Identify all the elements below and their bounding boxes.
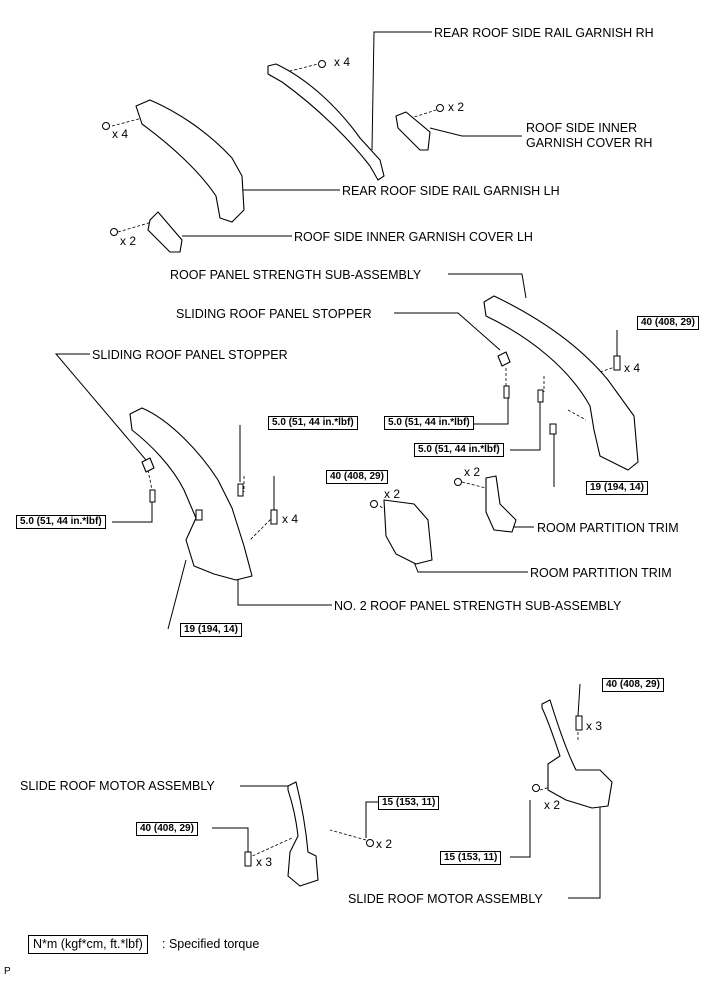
label-roof-side-inner-garnish-cover-rh-line1: ROOF SIDE INNER xyxy=(526,121,638,135)
label-rear-roof-side-rail-garnish-rh: REAR ROOF SIDE RAIL GARNISH RH xyxy=(434,26,654,40)
torque-spec-box: 5.0 (51, 44 in.*lbf) xyxy=(268,416,358,430)
leader-no2 xyxy=(237,575,332,606)
rear-rail-garnish-rh-part xyxy=(267,63,385,181)
label-rear-roof-side-rail-garnish-lh: REAR ROOF SIDE RAIL GARNISH LH xyxy=(342,184,560,198)
leader-t7 xyxy=(510,398,541,451)
clip-icon xyxy=(318,60,326,68)
bolt-icon xyxy=(613,355,621,371)
leader-rear-rh xyxy=(371,31,432,151)
bolt-icon xyxy=(244,851,252,867)
quantity-label: x 4 xyxy=(282,512,299,526)
leader-strength xyxy=(448,273,527,299)
torque-spec-box: 40 (408, 29) xyxy=(602,678,664,692)
quantity-label: x 2 xyxy=(384,487,401,501)
partition-trim-large-part xyxy=(383,499,433,565)
clip-icon xyxy=(366,839,374,847)
torque-spec-box: 5.0 (51, 44 in.*lbf) xyxy=(384,416,474,430)
no2-strength-part xyxy=(129,407,253,581)
torque-spec-box: 40 (408, 29) xyxy=(326,470,388,484)
quantity-label: x 4 xyxy=(624,361,641,375)
bolt-icon xyxy=(575,715,583,731)
partition-trim-small-part xyxy=(485,475,517,533)
inner-cover-lh-part xyxy=(147,211,183,253)
bolt-icon xyxy=(537,389,544,403)
clip-icon xyxy=(436,104,444,112)
leader-stopper-left xyxy=(54,353,147,461)
legend-torque-unit-box: N*m (kgf*cm, ft.*lbf) xyxy=(28,935,148,954)
leader-t9 xyxy=(577,683,581,717)
torque-spec-box: 5.0 (51, 44 in.*lbf) xyxy=(16,515,106,529)
quantity-label: x 4 xyxy=(334,55,351,69)
label-sliding-roof-panel-stopper-left: SLIDING ROOF PANEL STOPPER xyxy=(92,348,288,362)
leader-stopper-right xyxy=(394,312,501,351)
clip-icon xyxy=(110,228,118,236)
leader-t12 xyxy=(510,800,531,858)
quantity-label: x 2 xyxy=(376,837,393,851)
torque-spec-box: 40 (408, 29) xyxy=(637,316,699,330)
quantity-label: x 2 xyxy=(120,234,137,248)
quantity-label: x 3 xyxy=(586,719,603,733)
label-sliding-roof-panel-stopper-right: SLIDING ROOF PANEL STOPPER xyxy=(176,307,372,321)
inner-cover-rh-part xyxy=(395,111,431,151)
quantity-label: x 2 xyxy=(544,798,561,812)
leader-inner-rh xyxy=(429,127,522,137)
clip-icon xyxy=(102,122,110,130)
quantity-label: x 3 xyxy=(256,855,273,869)
motor-left-rail-part xyxy=(287,781,319,887)
quantity-label: x 2 xyxy=(448,100,465,114)
torque-spec-box: 15 (153, 11) xyxy=(440,851,502,865)
page-code: P xyxy=(4,966,11,977)
quantity-label: x 4 xyxy=(112,127,129,141)
leader-t10 xyxy=(365,801,378,838)
torque-spec-box: 5.0 (51, 44 in.*lbf) xyxy=(414,443,504,457)
label-roof-side-inner-garnish-cover-rh-line2: GARNISH COVER RH xyxy=(526,136,653,150)
torque-spec-box: 40 (408, 29) xyxy=(136,822,198,836)
clip-icon xyxy=(454,478,462,486)
quantity-label: x 2 xyxy=(464,465,481,479)
bolt-icon xyxy=(270,509,278,525)
torque-spec-box: 19 (194, 14) xyxy=(180,623,242,637)
label-roof-side-inner-garnish-cover-lh: ROOF SIDE INNER GARNISH COVER LH xyxy=(294,230,533,244)
torque-spec-box: 19 (194, 14) xyxy=(586,481,648,495)
label-room-partition-trim-1: ROOM PARTITION TRIM xyxy=(537,521,679,535)
label-room-partition-trim-2: ROOM PARTITION TRIM xyxy=(530,566,672,580)
strength-sub-part xyxy=(483,295,639,471)
label-roof-panel-strength-sub-assembly: ROOF PANEL STRENGTH SUB-ASSEMBLY xyxy=(170,268,422,282)
bolt-icon xyxy=(549,423,557,435)
clip-icon xyxy=(370,500,378,508)
leader-t8 xyxy=(167,559,187,630)
stopper-left-part xyxy=(141,457,155,473)
rear-rail-garnish-lh-part xyxy=(135,99,245,223)
legend-description: : Specified torque xyxy=(162,937,260,951)
label-slide-roof-motor-assembly-left: SLIDE ROOF MOTOR ASSEMBLY xyxy=(20,779,215,793)
bolt-icon xyxy=(237,483,244,497)
motor-right-rail-part xyxy=(541,699,613,809)
leader-motor-right xyxy=(568,806,601,899)
stopper-right-part xyxy=(497,351,511,367)
clip-icon xyxy=(532,784,540,792)
label-no2-roof-panel-strength-sub-assembly: NO. 2 ROOF PANEL STRENGTH SUB-ASSEMBLY xyxy=(334,599,622,613)
label-slide-roof-motor-assembly-right: SLIDE ROOF MOTOR ASSEMBLY xyxy=(348,892,543,906)
leader-t5 xyxy=(112,502,153,523)
torque-spec-box: 15 (153, 11) xyxy=(378,796,440,810)
leader-partition-2 xyxy=(413,561,528,573)
bolt-icon xyxy=(503,385,510,399)
leader-t11 xyxy=(212,827,249,852)
bolt-icon xyxy=(149,489,156,503)
bolt-icon xyxy=(195,509,203,521)
